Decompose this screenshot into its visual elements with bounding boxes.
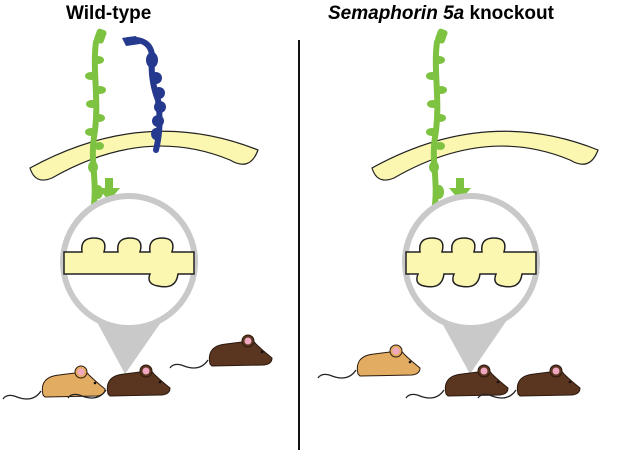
title-suffix: knockout	[464, 3, 554, 24]
right-panel-title: Semaphorin 5a knockout	[328, 4, 554, 23]
blue-protein-chain	[122, 36, 166, 153]
mouse-dark-right	[169, 334, 273, 369]
membrane-arc	[371, 130, 599, 181]
dendrite-spines	[63, 237, 195, 288]
membrane-arc	[29, 130, 259, 181]
down-arrow	[98, 178, 120, 201]
left-panel	[2, 28, 273, 400]
mouse-light-left	[2, 365, 106, 400]
left-panel-title: Wild-type	[66, 3, 152, 24]
gene-name: Semaphorin 5a	[328, 3, 465, 24]
mouse-dark-left	[405, 364, 509, 399]
dendrite-spines	[405, 237, 537, 288]
right-panel	[317, 28, 599, 399]
mouse-light	[317, 344, 421, 379]
